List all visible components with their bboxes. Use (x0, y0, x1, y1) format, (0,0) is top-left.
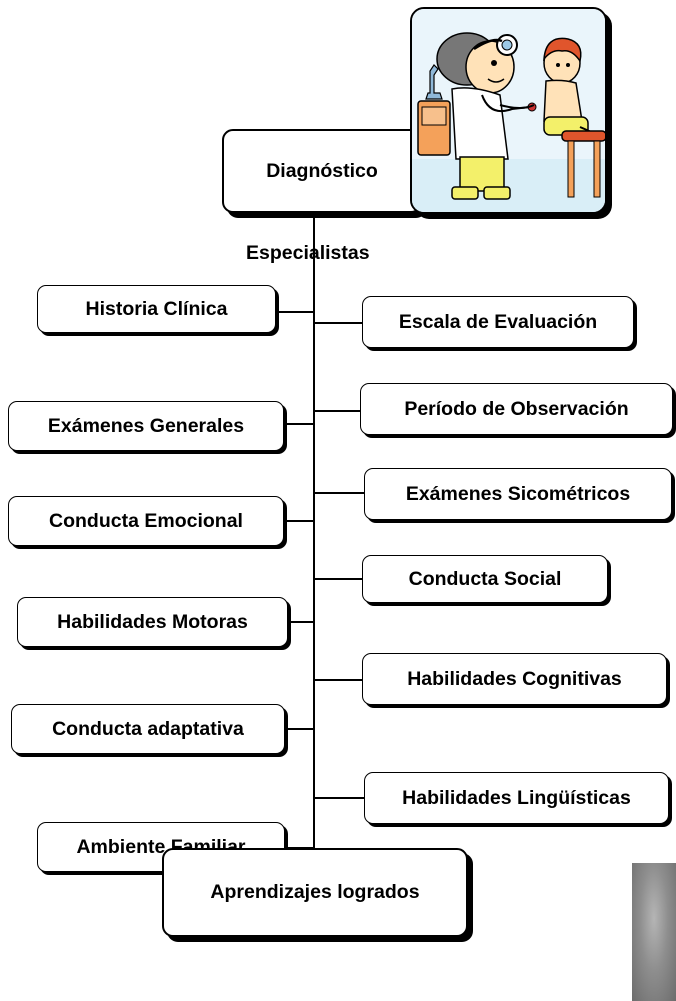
connector-left-1 (276, 311, 314, 313)
box-label: Habilidades Cognitivas (407, 667, 622, 690)
connector-right-2 (314, 410, 360, 412)
box-label: Período de Observación (404, 397, 629, 420)
box-label: Escala de Evaluación (398, 310, 598, 333)
box-label: Aprendizajes logrados (210, 881, 420, 903)
box-label: Conducta Social (408, 567, 562, 590)
doctor-illustration-svg (412, 9, 605, 212)
connector-left-4 (288, 621, 314, 623)
corner-photo-fragment (632, 863, 676, 1001)
box-periodo-observacion: Período de Observación (360, 383, 673, 435)
box-label: Habilidades Motoras (57, 610, 248, 633)
box-habilidades-linguisticas: Habilidades Lingüísticas (364, 772, 669, 824)
box-examenes-generales: Exámenes Generales (8, 401, 284, 451)
connector-right-6 (314, 797, 364, 799)
box-aprendizajes-logrados: Aprendizajes logrados (162, 848, 468, 937)
box-label: Historia Clínica (85, 297, 228, 320)
diagnosis-label: Diagnóstico (266, 159, 378, 182)
connector-right-4 (314, 578, 362, 580)
box-habilidades-cognitivas: Habilidades Cognitivas (362, 653, 667, 705)
box-label: Habilidades Lingüísticas (402, 786, 631, 809)
connector-right-5 (314, 679, 362, 681)
box-label: Exámenes Sicométricos (405, 482, 631, 505)
connector-left-2 (284, 423, 314, 425)
box-conducta-adaptativa: Conducta adaptativa (11, 704, 285, 754)
box-conducta-social: Conducta Social (362, 555, 608, 603)
box-historia-clinica: Historia Clínica (37, 285, 276, 333)
box-escala-evaluacion: Escala de Evaluación (362, 296, 634, 348)
box-label: Exámenes Generales (47, 414, 245, 437)
box-habilidades-motoras: Habilidades Motoras (17, 597, 288, 647)
box-conducta-emocional: Conducta Emocional (8, 496, 284, 546)
stool-shape (561, 130, 605, 142)
connector-right-3 (314, 492, 364, 494)
specialists-label: Especialistas (246, 242, 370, 264)
spine-line (313, 213, 315, 849)
child-hair-shape (543, 37, 582, 63)
diagnosis-box: Diagnóstico (222, 129, 422, 213)
connector-left-3 (284, 520, 314, 522)
box-label: Conducta Emocional (49, 509, 243, 532)
microscope-shape (425, 64, 443, 100)
doctor-pants-shape (459, 156, 505, 192)
doctor-coat-shape (451, 87, 509, 160)
box-examenes-sicometricos: Exámenes Sicométricos (364, 468, 672, 520)
connector-right-1 (314, 322, 362, 324)
box-label: Conducta adaptativa (52, 717, 244, 740)
connector-left-5 (285, 728, 314, 730)
doctor-examining-child-illustration (410, 7, 607, 214)
